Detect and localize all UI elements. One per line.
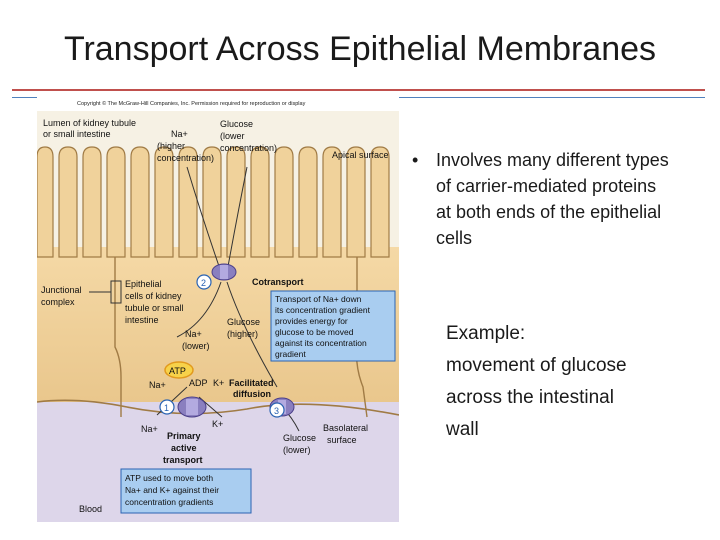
example-line: wall bbox=[446, 419, 479, 440]
potassium-blood-label: K+ bbox=[212, 419, 223, 429]
sodium-potassium-pump bbox=[177, 396, 207, 418]
example-line: Example: bbox=[446, 323, 526, 344]
sodium-cell-label: Na+ bbox=[149, 380, 166, 390]
slide-title: Transport Across Epithelial Membranes bbox=[63, 30, 657, 68]
example-line: across the intestinal bbox=[446, 387, 614, 408]
junctional-complex-label: Junctional complex bbox=[41, 285, 84, 307]
cotransport-explanation-text: Transport of Na+ down its concentration … bbox=[275, 294, 372, 359]
atp-explanation-box bbox=[120, 468, 252, 514]
cotransport-explanation-box bbox=[270, 290, 396, 362]
lumen-label: Lumen of kidney tubule or small intestin… bbox=[43, 118, 139, 139]
basolateral-surface-label: Basolateral surface bbox=[323, 423, 371, 445]
svg-text:2: 2 bbox=[201, 278, 206, 288]
blood-label: Blood bbox=[79, 504, 102, 514]
step-number-3: 3 bbox=[269, 402, 285, 418]
svg-text:3: 3 bbox=[274, 406, 279, 416]
glucose-low-label: Glucose (lower concentration) bbox=[220, 119, 277, 153]
bullet-point: • Involves many different types of carri… bbox=[412, 147, 672, 251]
cotransport-label: Cotransport bbox=[252, 277, 304, 287]
primary-active-transport-label: Primary active transport bbox=[163, 431, 203, 465]
sodium-lower-label: Na+ (lower) bbox=[182, 329, 210, 351]
microvilli bbox=[37, 146, 390, 258]
sodium-blood-label: Na+ bbox=[141, 424, 158, 434]
atp-marker bbox=[164, 361, 194, 379]
example-text: Example: movement of glucose across the … bbox=[446, 318, 686, 446]
copyright-notice: Copyright © The McGraw-Hill Companies, I… bbox=[77, 100, 306, 107]
junctional-complex-marker bbox=[89, 280, 122, 304]
glucose-blood-label: Glucose (lower) bbox=[283, 433, 319, 455]
adp-label: ADP bbox=[189, 378, 208, 388]
potassium-cell-label: K+ bbox=[213, 378, 224, 388]
sodium-high-label: Na+ (higher concentration) bbox=[157, 129, 214, 163]
atp-explanation-text: ATP used to move both Na+ and K+ against… bbox=[125, 473, 221, 507]
bullet-marker: • bbox=[412, 150, 419, 170]
atp-label: ATP bbox=[169, 366, 186, 376]
example-line: movement of glucose bbox=[446, 355, 627, 376]
bullet-text: Involves many different types of carrier… bbox=[436, 150, 669, 248]
glucose-higher-label: Glucose (higher) bbox=[227, 317, 263, 339]
step-number-1: 1 bbox=[159, 399, 175, 415]
epithelial-cells-label: Epithelial cells of kidney tubule or sma… bbox=[125, 279, 186, 325]
step-number-2: 2 bbox=[196, 274, 212, 290]
cotransporter-protein bbox=[211, 263, 237, 281]
apical-surface-label: Apical surface bbox=[332, 150, 389, 160]
svg-text:1: 1 bbox=[164, 403, 169, 413]
epithelial-transport-diagram: Copyright © The McGraw-Hill Companies, I… bbox=[37, 97, 399, 522]
facilitated-diffusion-label: Facilitated diffusion bbox=[229, 378, 276, 399]
